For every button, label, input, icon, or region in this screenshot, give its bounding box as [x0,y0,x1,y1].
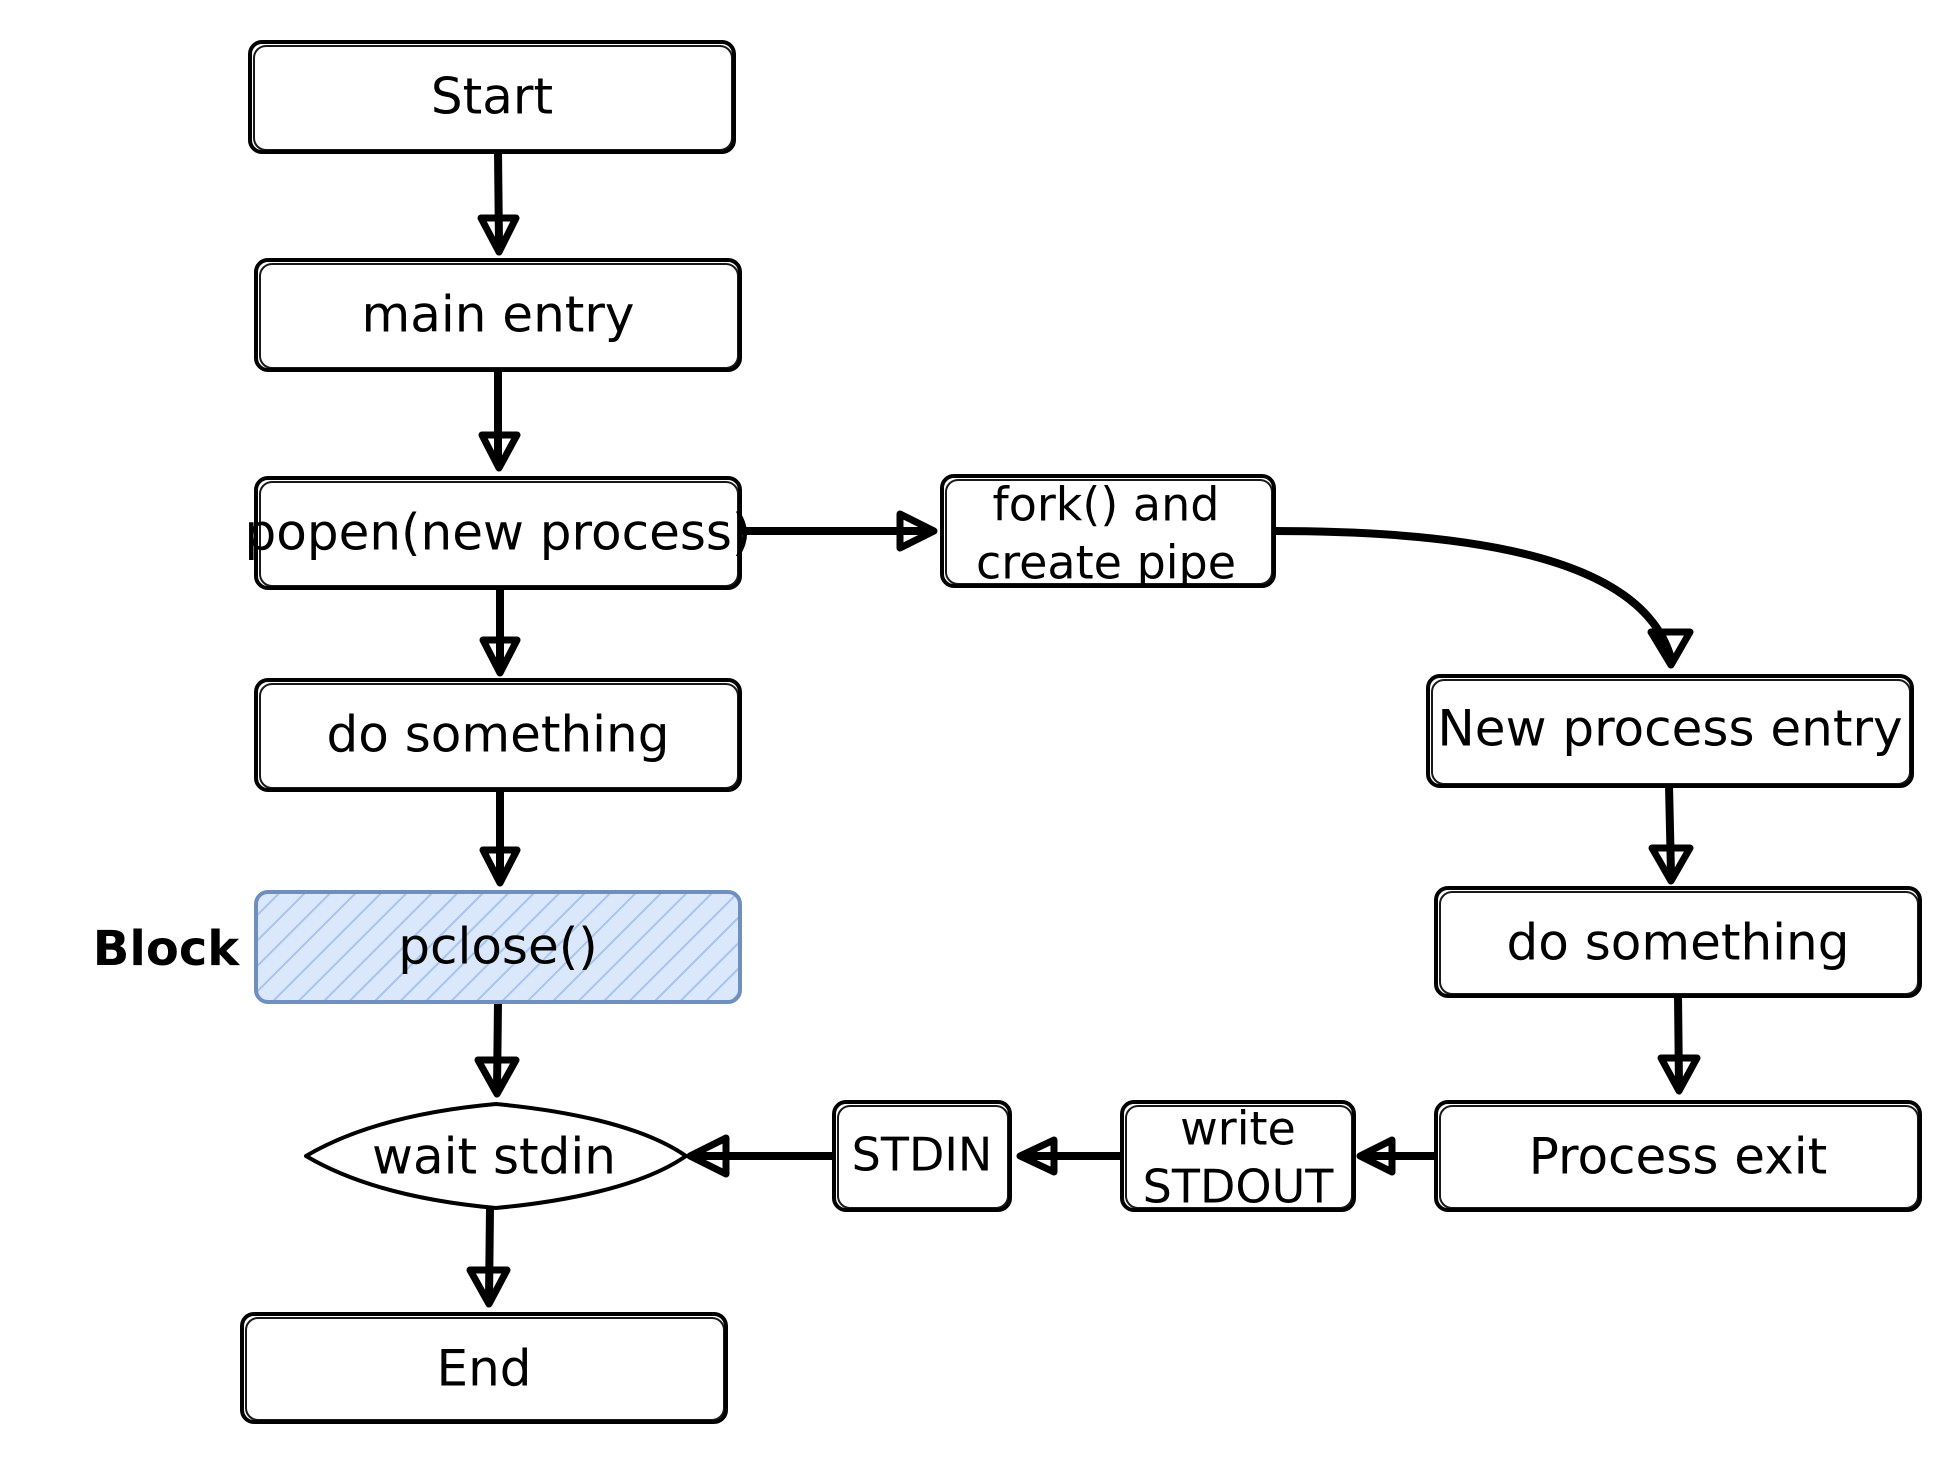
node-write-stdout-label-line2: STDOUT [1143,1160,1335,1214]
edge-pclose-to-wait-stdin [474,998,520,1098]
node-do-something-child[interactable]: do something [1434,886,1922,998]
node-fork-pipe-label-line1: fork() and [993,478,1220,532]
node-main-entry[interactable]: main entry [254,258,742,372]
edges-group [466,148,1701,1308]
edge-popen-to-do-something [479,584,521,677]
node-write-stdout-label-line1: write [1180,1102,1296,1156]
node-main-entry-label: main entry [361,286,634,344]
edge-write-stdout-to-stdin [1016,1136,1126,1176]
node-end[interactable]: End [240,1312,728,1424]
node-end-label: End [436,1340,531,1398]
node-popen[interactable]: popen(new process) [245,476,752,590]
node-popen-label: popen(new process) [245,504,752,562]
node-stdin[interactable]: STDIN [832,1100,1012,1212]
edge-start-to-main-entry [477,148,520,256]
node-fork-pipe[interactable]: fork() and create pipe [940,474,1276,590]
node-pclose-label: pclose() [398,918,598,976]
edge-process-exit-to-write-stdout [1356,1136,1440,1176]
edge-do-something-to-pclose [479,786,521,887]
node-do-something-main-label: do something [327,706,670,764]
edge-stdin-to-wait-stdin [686,1134,838,1178]
edge-popen-to-fork-pipe [738,510,938,552]
node-do-something-main[interactable]: do something [254,678,742,792]
node-wait-stdin-label: wait stdin [372,1128,616,1186]
node-write-stdout[interactable]: write STDOUT [1120,1100,1356,1214]
node-new-process-entry-label: New process entry [1437,700,1902,758]
node-new-process-entry[interactable]: New process entry [1426,674,1914,788]
node-pclose[interactable]: pclose() [254,890,742,1004]
edge-fork-pipe-to-new-process-entry [1270,527,1694,669]
edge-wait-stdin-to-end [466,1204,511,1308]
node-start[interactable]: Start [248,40,736,154]
edge-do-something-to-process-exit [1657,992,1701,1095]
node-fork-pipe-label-line2: create pipe [976,536,1236,590]
block-label: Block [93,921,240,977]
edge-new-process-to-do-something [1648,781,1694,885]
node-process-exit[interactable]: Process exit [1434,1100,1922,1212]
node-stdin-label: STDIN [852,1128,993,1182]
node-start-label: Start [431,68,553,126]
node-do-something-child-label: do something [1507,914,1850,972]
edge-main-entry-to-popen [478,366,521,472]
node-wait-stdin[interactable]: wait stdin [304,1102,688,1210]
node-process-exit-label: Process exit [1529,1128,1828,1186]
